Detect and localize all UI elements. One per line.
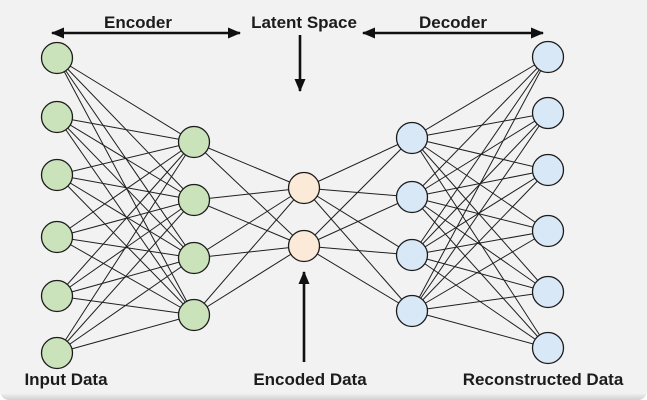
edge-input-layer-0-to-encoder-hidden-layer-0 bbox=[56, 57, 195, 143]
edge-input-layer-5-to-encoder-hidden-layer-1 bbox=[56, 199, 195, 354]
decoder-hidden-layer-node-1 bbox=[395, 121, 429, 155]
output-layer-node-2 bbox=[531, 96, 565, 130]
encoder-hidden-layer-node-3 bbox=[177, 241, 211, 275]
edge-decoder-hidden-layer-3-to-output-layer-1 bbox=[411, 112, 549, 312]
edge-decoder-hidden-layer-1-to-output-layer-3 bbox=[411, 196, 549, 232]
edges-group bbox=[56, 56, 549, 354]
edge-decoder-hidden-layer-3-to-output-layer-2 bbox=[411, 169, 549, 312]
edge-input-layer-0-to-encoder-hidden-layer-3 bbox=[56, 57, 195, 316]
edge-decoder-hidden-layer-1-to-output-layer-4 bbox=[411, 196, 549, 293]
arrows-group bbox=[51, 27, 544, 362]
output-layer-node-1 bbox=[531, 40, 565, 74]
edge-decoder-hidden-layer-3-to-output-layer-0 bbox=[411, 56, 549, 312]
edge-latent-layer-0-to-decoder-hidden-layer-3 bbox=[303, 187, 413, 312]
reconstructed-data-label: Reconstructed Data bbox=[463, 370, 624, 389]
edge-input-layer-2-to-encoder-hidden-layer-1 bbox=[56, 174, 195, 201]
decoder-hidden-layer-node-4 bbox=[395, 294, 429, 328]
edge-latent-layer-1-to-decoder-hidden-layer-1 bbox=[303, 196, 413, 247]
encoder-hidden-layer-node-1 bbox=[177, 125, 211, 159]
nodes-group bbox=[40, 40, 565, 370]
input-layer-node-1 bbox=[40, 41, 74, 75]
input-layer-node-2 bbox=[40, 100, 74, 134]
encoder-hidden-layer-node-2 bbox=[177, 183, 211, 217]
latent-space-label: Latent Space bbox=[251, 13, 357, 32]
input-data-label: Input Data bbox=[24, 370, 108, 389]
edge-decoder-hidden-layer-0-to-output-layer-2 bbox=[411, 137, 549, 171]
edge-decoder-hidden-layer-2-to-output-layer-3 bbox=[411, 230, 549, 256]
encoder-hidden-layer-node-4 bbox=[177, 298, 211, 332]
edge-input-layer-5-to-encoder-hidden-layer-3 bbox=[56, 314, 195, 354]
edge-decoder-hidden-layer-3-to-output-layer-3 bbox=[411, 230, 549, 312]
latent-layer-node-2 bbox=[287, 229, 321, 263]
edge-decoder-hidden-layer-2-to-output-layer-0 bbox=[411, 56, 549, 256]
edge-decoder-hidden-layer-0-to-output-layer-1 bbox=[411, 112, 549, 139]
edge-decoder-hidden-layer-1-to-output-layer-1 bbox=[411, 112, 549, 198]
edge-input-layer-5-to-encoder-hidden-layer-2 bbox=[56, 257, 195, 354]
edge-input-layer-2-to-encoder-hidden-layer-2 bbox=[56, 174, 195, 259]
edge-input-layer-5-to-encoder-hidden-layer-0 bbox=[56, 141, 195, 354]
edge-input-layer-3-to-encoder-hidden-layer-0 bbox=[56, 141, 195, 238]
edge-decoder-hidden-layer-2-to-output-layer-4 bbox=[411, 254, 549, 293]
output-layer-node-6 bbox=[531, 331, 565, 365]
edge-encoder-hidden-layer-3-to-latent-layer-0 bbox=[193, 187, 305, 316]
edge-decoder-hidden-layer-0-to-output-layer-4 bbox=[411, 137, 549, 293]
input-layer-node-4 bbox=[40, 220, 74, 254]
edge-encoder-hidden-layer-0-to-latent-layer-0 bbox=[193, 141, 305, 189]
edge-decoder-hidden-layer-3-to-output-layer-4 bbox=[411, 291, 549, 312]
output-layer-node-3 bbox=[531, 153, 565, 187]
output-layer-node-4 bbox=[531, 214, 565, 248]
edge-input-layer-2-to-encoder-hidden-layer-0 bbox=[56, 141, 195, 176]
edge-latent-layer-1-to-decoder-hidden-layer-2 bbox=[303, 245, 413, 256]
output-layer-node-5 bbox=[531, 275, 565, 309]
edge-latent-layer-1-to-decoder-hidden-layer-3 bbox=[303, 245, 413, 312]
edge-encoder-hidden-layer-1-to-latent-layer-0 bbox=[193, 187, 305, 201]
input-layer-node-6 bbox=[40, 336, 74, 370]
bottom-edge-shade bbox=[0, 393, 647, 400]
edge-encoder-hidden-layer-3-to-latent-layer-1 bbox=[193, 245, 305, 316]
labels-group: Encoder Latent Space Decoder Input Data … bbox=[24, 13, 623, 389]
input-layer-node-5 bbox=[40, 279, 74, 313]
decoder-hidden-layer-node-3 bbox=[395, 238, 429, 272]
input-layer-node-3 bbox=[40, 158, 74, 192]
decoder-hidden-layer-node-2 bbox=[395, 180, 429, 214]
edge-input-layer-2-to-encoder-hidden-layer-3 bbox=[56, 174, 195, 316]
edge-latent-layer-0-to-decoder-hidden-layer-0 bbox=[303, 137, 413, 189]
encoded-data-label: Encoded Data bbox=[253, 370, 367, 389]
edge-input-layer-4-to-encoder-hidden-layer-0 bbox=[56, 141, 195, 297]
edge-latent-layer-1-to-decoder-hidden-layer-0 bbox=[303, 137, 413, 247]
decoder-label: Decoder bbox=[419, 13, 487, 32]
encoder-label: Encoder bbox=[104, 13, 172, 32]
edge-encoder-hidden-layer-2-to-latent-layer-0 bbox=[193, 187, 305, 259]
edge-decoder-hidden-layer-0-to-output-layer-0 bbox=[411, 56, 549, 139]
edge-input-layer-1-to-encoder-hidden-layer-0 bbox=[56, 116, 195, 143]
edge-decoder-hidden-layer-3-to-output-layer-5 bbox=[411, 310, 549, 349]
latent-layer-node-1 bbox=[287, 171, 321, 205]
edge-decoder-hidden-layer-1-to-output-layer-0 bbox=[411, 56, 549, 198]
